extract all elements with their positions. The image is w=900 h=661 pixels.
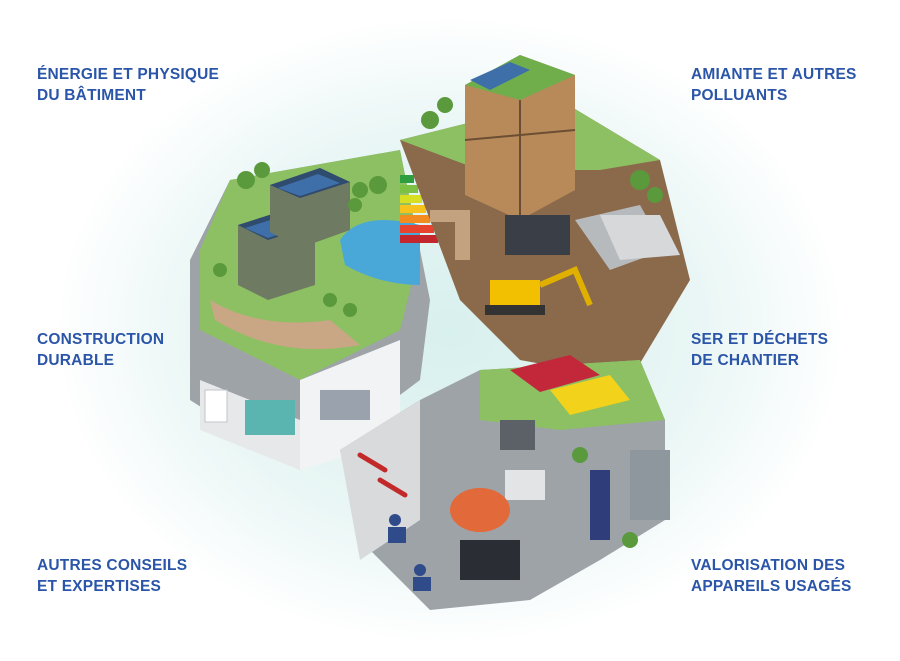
energy-label-icon	[400, 175, 438, 243]
section-amiante-polluants[interactable]: AMIANTE ET AUTRES POLLUANTS	[691, 66, 857, 104]
solar-panel-icon	[470, 62, 530, 90]
crusher-icon	[505, 215, 570, 255]
section-autres-conseils-expertises[interactable]: AUTRES CONSEILS ET EXPERTISES	[37, 557, 188, 595]
printer-icon	[500, 420, 535, 450]
demolished-house-icon	[600, 215, 680, 260]
person-icon	[388, 514, 431, 591]
tools-icon	[357, 452, 408, 498]
segment-construction-durable[interactable]	[190, 150, 438, 470]
building-structure-icon	[464, 55, 576, 220]
workstation-icon	[245, 400, 295, 435]
excavator-icon	[485, 266, 593, 315]
tree-icon	[572, 447, 638, 548]
footpath	[210, 300, 360, 350]
section-construction-durable[interactable]: CONSTRUCTION DURABLE	[37, 331, 165, 369]
section-energie-physique-batiment[interactable]: ÉNERGIE ET PHYSIQUE DU BÂTIMENT	[37, 66, 220, 104]
container-icon	[510, 355, 600, 392]
section-valorisation-appareils-usages[interactable]: VALORISATION DES APPAREILS USAGÉS	[691, 557, 852, 595]
apartment-building-icon	[270, 168, 350, 248]
whiteboard-icon	[204, 389, 228, 423]
lab-equipment-icon	[320, 390, 370, 420]
robot-arm-icon	[450, 488, 520, 580]
segment-amiante[interactable]	[400, 55, 690, 380]
computer-icon	[505, 470, 545, 500]
pipe-icon	[430, 210, 470, 260]
tree-icon	[421, 97, 663, 203]
section-ser-dechets-chantier[interactable]: SER ET DÉCHETS DE CHANTIER	[691, 331, 829, 369]
battery-rack-icon	[590, 450, 670, 540]
container-icon	[550, 375, 630, 415]
solar-panel-icon	[278, 174, 340, 196]
tree-icon	[213, 162, 387, 317]
segment-valorisation[interactable]	[340, 355, 670, 610]
